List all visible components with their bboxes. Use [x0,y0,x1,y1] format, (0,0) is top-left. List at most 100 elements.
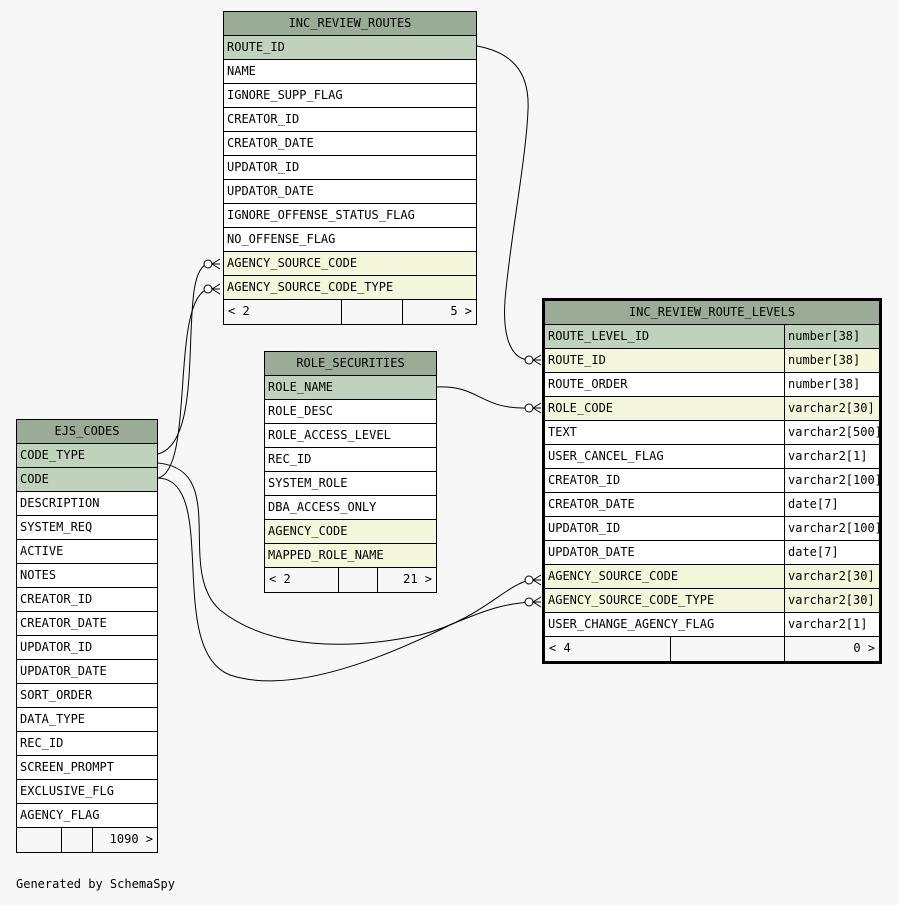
link-route-id [476,45,531,361]
child-count[interactable]: 21 > [377,568,436,592]
column-name: IGNORE_SUPP_FLAG [227,88,343,102]
column-name: USER_CHANGE_AGENCY_FLAG [548,617,715,631]
column-active[interactable]: ACTIVE [17,540,157,564]
column-exclusive-flg[interactable]: EXCLUSIVE_FLG [17,780,157,804]
column-type: varchar2[30] [784,397,879,420]
table-title: INC_REVIEW_ROUTES [224,12,476,36]
table-footer: 1090 > [17,828,157,852]
column-system-role[interactable]: SYSTEM_ROLE [265,472,436,496]
column-creator-date[interactable]: CREATOR_DATE [17,612,157,636]
column-notes[interactable]: NOTES [17,564,157,588]
footer-spacer[interactable] [338,568,377,592]
column-no-offense-flag[interactable]: NO_OFFENSE_FLAG [224,228,476,252]
column-updator-date[interactable]: UPDATOR_DATE date[7] [545,541,879,565]
column-name: AGENCY_SOURCE_CODE [227,256,358,270]
column-updator-id[interactable]: UPDATOR_ID [17,636,157,660]
column-name: DATA_TYPE [20,712,86,726]
column-name: ROUTE_ID [227,40,285,54]
column-agency-source-code-type[interactable]: AGENCY_SOURCE_CODE_TYPE [224,276,476,300]
column-name: UPDATOR_DATE [227,184,314,198]
column-updator-id[interactable]: UPDATOR_ID varchar2[100] [545,517,879,541]
parent-count[interactable] [17,828,61,852]
link-code-type-to-levels [157,462,531,645]
column-mapped-role-name[interactable]: MAPPED_ROLE_NAME [265,544,436,568]
column-name: DESCRIPTION [20,496,100,510]
column-type: varchar2[30] [784,589,879,612]
column-type: number[38] [784,373,879,396]
child-count[interactable]: 0 > [784,637,879,661]
column-name: CREATOR_DATE [20,616,107,630]
many-marker-routes-agency-source-code [203,258,221,270]
column-ignore-supp-flag[interactable]: IGNORE_SUPP_FLAG [224,84,476,108]
footer-spacer[interactable] [670,637,784,661]
column-name: ACTIVE [20,544,64,558]
parent-count[interactable]: < 4 [549,641,571,655]
child-count[interactable]: 1090 > [92,828,157,852]
column-role-desc[interactable]: ROLE_DESC [265,400,436,424]
column-name: CREATOR_ID [20,592,93,606]
column-name: UPDATOR_ID [548,521,621,535]
column-screen-prompt[interactable]: SCREEN_PROMPT [17,756,157,780]
footer-spacer[interactable] [341,300,402,324]
column-name[interactable]: NAME [224,60,476,84]
table-footer: < 4 0 > [545,637,879,661]
table-title: EJS_CODES [17,420,157,444]
column-agency-flag[interactable]: AGENCY_FLAG [17,804,157,828]
column-updator-date[interactable]: UPDATOR_DATE [17,660,157,684]
column-creator-id[interactable]: CREATOR_ID [224,108,476,132]
column-dba-access-only[interactable]: DBA_ACCESS_ONLY [265,496,436,520]
column-type: number[38] [784,325,879,348]
column-name: MAPPED_ROLE_NAME [268,548,384,562]
column-role-name[interactable]: ROLE_NAME [265,376,436,400]
column-creator-date[interactable]: CREATOR_DATE [224,132,476,156]
column-agency-source-code[interactable]: AGENCY_SOURCE_CODE [224,252,476,276]
column-rec-id[interactable]: REC_ID [17,732,157,756]
column-code[interactable]: CODE [17,468,157,492]
column-code-type[interactable]: CODE_TYPE [17,444,157,468]
column-type: date[7] [784,541,879,564]
column-agency-code[interactable]: AGENCY_CODE [265,520,436,544]
column-name: UPDATOR_DATE [548,545,635,559]
column-type: varchar2[1] [784,613,879,636]
column-description[interactable]: DESCRIPTION [17,492,157,516]
column-name: ROLE_NAME [268,380,334,394]
column-name: SYSTEM_REQ [20,520,93,534]
parent-count[interactable]: < 2 [228,304,250,318]
column-route-id[interactable]: ROUTE_ID [224,36,476,60]
column-updator-date[interactable]: UPDATOR_DATE [224,180,476,204]
column-system-req[interactable]: SYSTEM_REQ [17,516,157,540]
column-role-access-level[interactable]: ROLE_ACCESS_LEVEL [265,424,436,448]
column-name: AGENCY_CODE [268,524,348,538]
column-creator-id[interactable]: CREATOR_ID [17,588,157,612]
column-name: UPDATOR_ID [227,160,300,174]
column-data-type[interactable]: DATA_TYPE [17,708,157,732]
column-name: ROUTE_ID [548,353,606,367]
column-rec-id[interactable]: REC_ID [265,448,436,472]
column-name: ROLE_DESC [268,404,334,418]
column-sort-order[interactable]: SORT_ORDER [17,684,157,708]
table-inc-review-routes[interactable]: INC_REVIEW_ROUTES ROUTE_ID NAME IGNORE_SUPP… [223,11,477,325]
footer-spacer[interactable] [61,828,92,852]
column-user-change-agency-flag[interactable]: USER_CHANGE_AGENCY_FLAG varchar2[1] [545,613,879,637]
column-updator-id[interactable]: UPDATOR_ID [224,156,476,180]
child-count[interactable]: 5 > [402,300,476,324]
column-ignore-offense-status-flag[interactable]: IGNORE_OFFENSE_STATUS_FLAG [224,204,476,228]
column-name: EXCLUSIVE_FLG [20,784,114,798]
parent-count[interactable]: < 2 [269,572,291,586]
column-type: varchar2[100] [784,517,879,540]
column-name: AGENCY_SOURCE_CODE [548,569,679,583]
